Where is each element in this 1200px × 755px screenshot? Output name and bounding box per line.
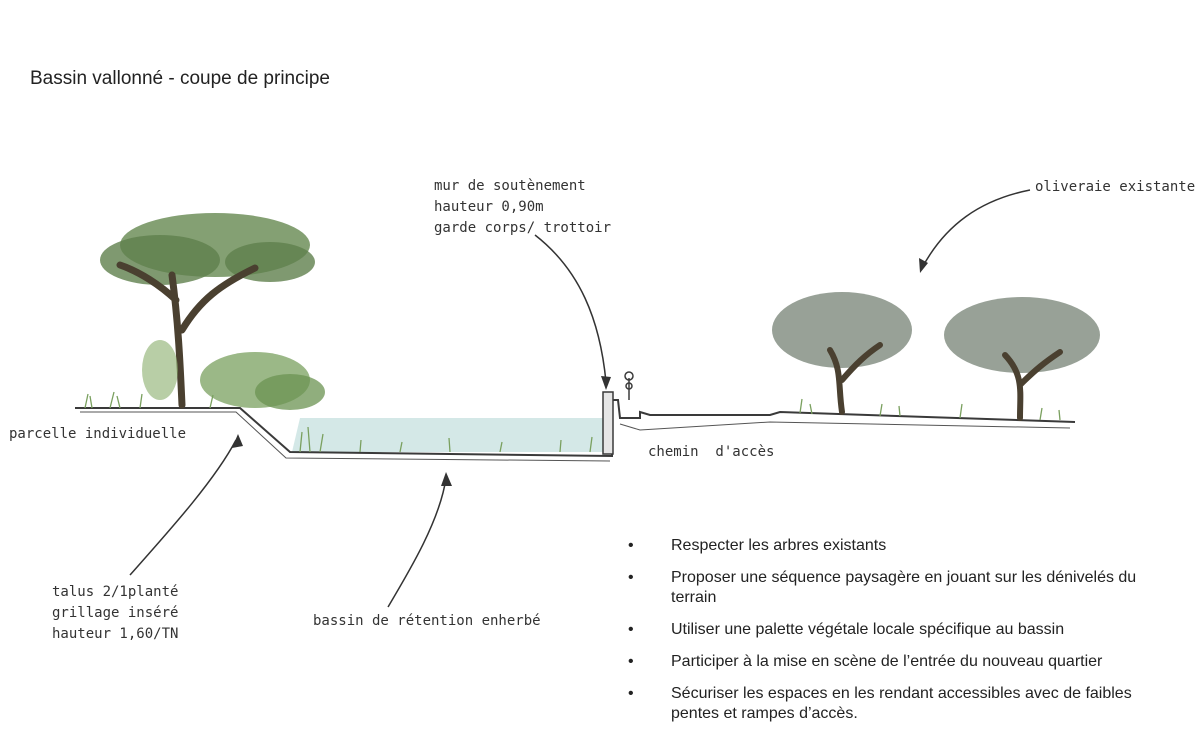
label-mur-line-1: mur de soutènement xyxy=(434,178,586,194)
arrow-mur xyxy=(534,234,607,383)
olive-tree-2 xyxy=(944,297,1100,421)
label-chemin: chemin d'accès xyxy=(648,444,775,460)
olive-tree-1 xyxy=(772,292,912,415)
label-oliveraie: oliveraie existante xyxy=(1035,179,1196,195)
diagram-title: Bassin vallonné - coupe de principe xyxy=(30,68,330,89)
objective-item: •Sécuriser les espaces en les rendant ac… xyxy=(628,685,1132,722)
objective-item: •Proposer une séquence paysagère en joua… xyxy=(628,569,1137,606)
objective-item: •Participer à la mise en scène de l’entr… xyxy=(628,653,1103,670)
label-talus-line-1: talus 2/1planté xyxy=(52,584,179,600)
ground-hatch xyxy=(80,411,1071,462)
label-parcelle: parcelle individuelle xyxy=(9,426,187,442)
annotation-arrows xyxy=(129,189,1031,608)
label-mur-line-3: garde corps/ trottoir xyxy=(434,220,612,236)
label-mur: mur de soutènement hauteur 0,90m garde c… xyxy=(434,176,611,239)
ground-line xyxy=(75,399,1076,458)
arrow-bassin xyxy=(387,477,447,608)
label-mur-line-2: hauteur 0,90m xyxy=(434,199,544,215)
label-talus-line-3: hauteur 1,60/TN xyxy=(52,626,179,642)
arrow-oliveraie xyxy=(921,189,1031,269)
label-talus-line-2: grillage inséré xyxy=(52,605,179,621)
bullet-dot: • xyxy=(628,685,634,702)
retaining-wall xyxy=(602,391,614,455)
bullet-dot: • xyxy=(628,653,634,670)
bullet-dot: • xyxy=(628,621,634,638)
label-bassin: bassin de rétention enherbé xyxy=(313,613,541,629)
tree-left xyxy=(100,213,315,409)
shrubs xyxy=(142,340,325,410)
objective-item: •Respecter les arbres existants xyxy=(628,537,887,554)
bullet-dot: • xyxy=(628,569,634,586)
objective-item: •Utiliser une palette végétale locale sp… xyxy=(628,621,1065,638)
guard-rail xyxy=(624,371,634,400)
bullet-dot: • xyxy=(628,537,634,554)
arrow-heads xyxy=(232,258,928,486)
grass xyxy=(84,391,1061,453)
water-area xyxy=(292,418,612,452)
objectives-list: •Respecter les arbres existants •Propose… xyxy=(626,536,1166,736)
arrow-talus xyxy=(129,439,237,576)
label-talus: talus 2/1planté grillage inséré hauteur … xyxy=(52,582,178,645)
